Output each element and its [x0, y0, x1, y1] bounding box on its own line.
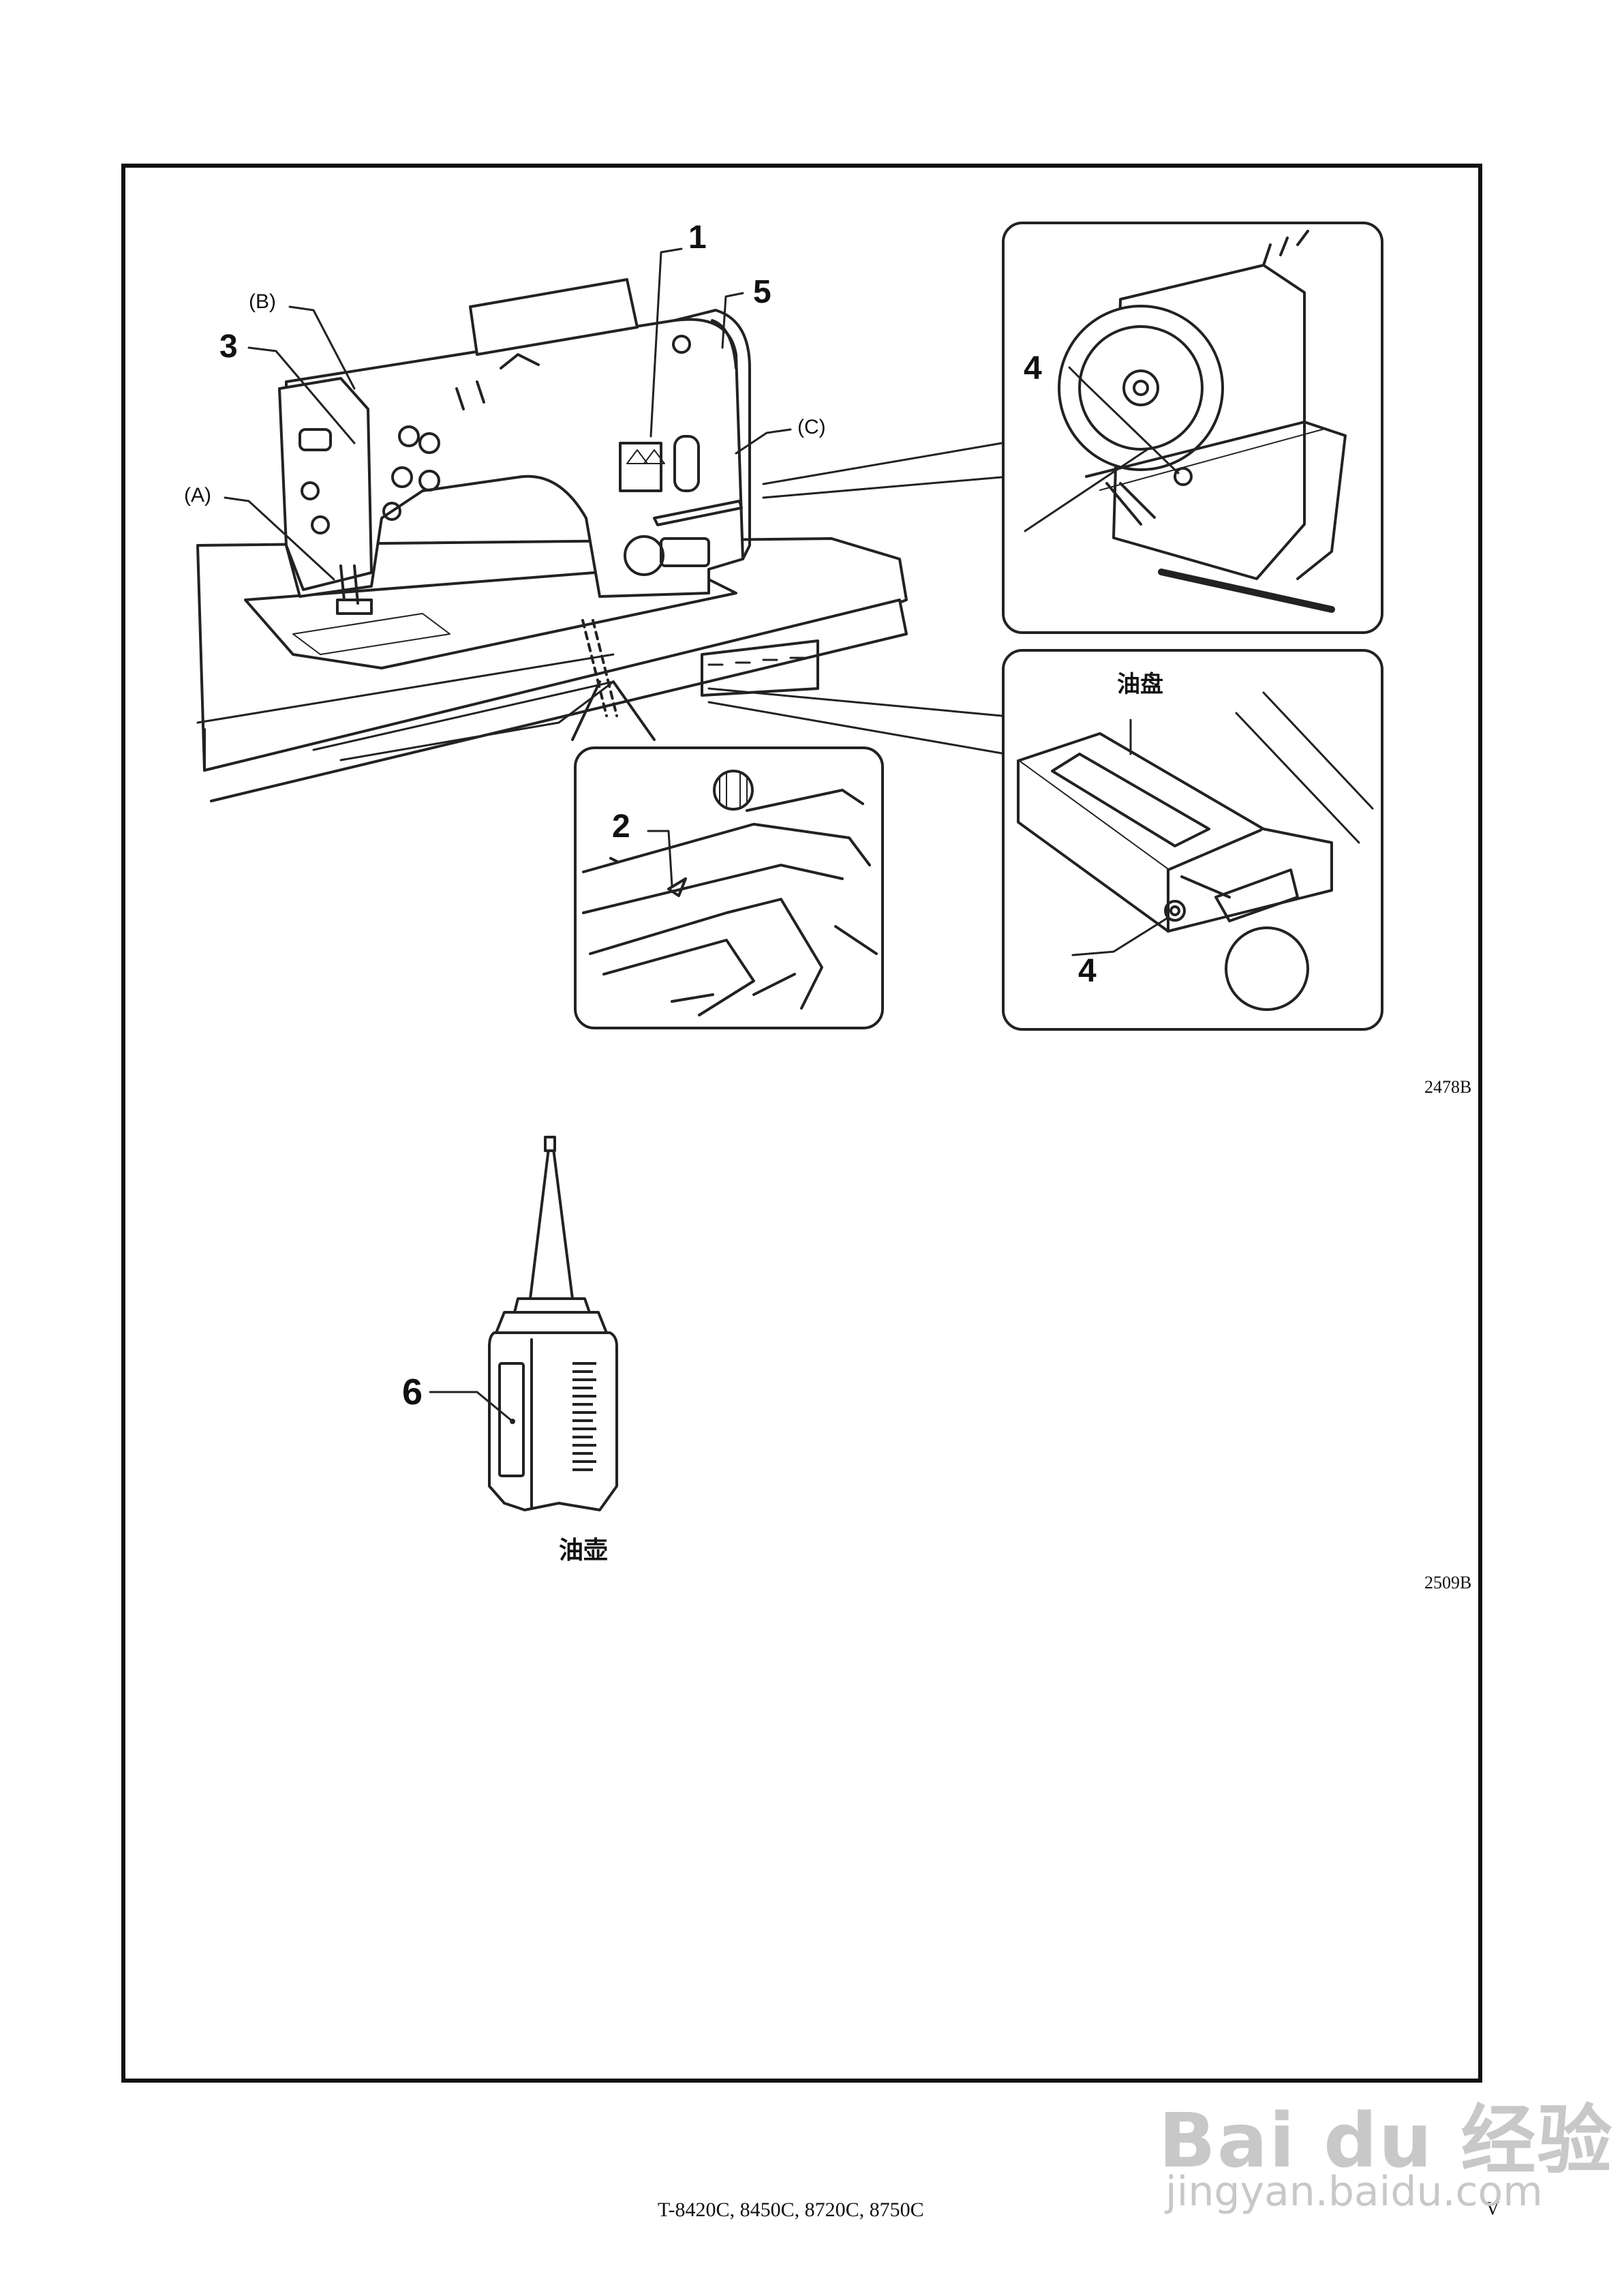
oiler-label: 油壶: [559, 1537, 609, 1565]
page-frame: [121, 164, 1482, 2083]
figure2-code: 2509B: [1424, 1573, 1472, 1592]
baidu-watermark-url: jingyan.baidu.com: [1165, 2168, 1543, 2216]
footer-page-number: V: [1486, 2199, 1500, 2220]
figure1-code: 2478B: [1424, 1077, 1472, 1097]
callout-1: 1: [688, 220, 707, 256]
callout-B: (B): [249, 290, 276, 313]
callout-4-pan: 4: [1078, 953, 1097, 989]
callout-3: 3: [219, 329, 238, 365]
inset-oil-mark: 2: [574, 746, 884, 1029]
rear-view-drawing: [1024, 230, 1347, 613]
baidu-watermark-logo: Bai du 经验: [1159, 2097, 1614, 2184]
callout-2: 2: [612, 809, 630, 845]
callout-6: 6: [402, 1372, 423, 1413]
callout-5: 5: [753, 274, 771, 310]
oil-mark-drawing: [582, 770, 878, 1016]
callout-C: (C): [797, 416, 826, 438]
inset-rear-view: 4: [1002, 222, 1383, 634]
oil-pan-label: 油盘: [1117, 671, 1163, 698]
inset-oil-pan: 油盘 4: [1002, 649, 1383, 1031]
footer-models: T-8420C, 8450C, 8720C, 8750C: [658, 2199, 924, 2221]
callout-A: (A): [184, 484, 211, 507]
callout-4-rear: 4: [1024, 350, 1042, 387]
oil-pan-drawing: [1017, 691, 1374, 1011]
